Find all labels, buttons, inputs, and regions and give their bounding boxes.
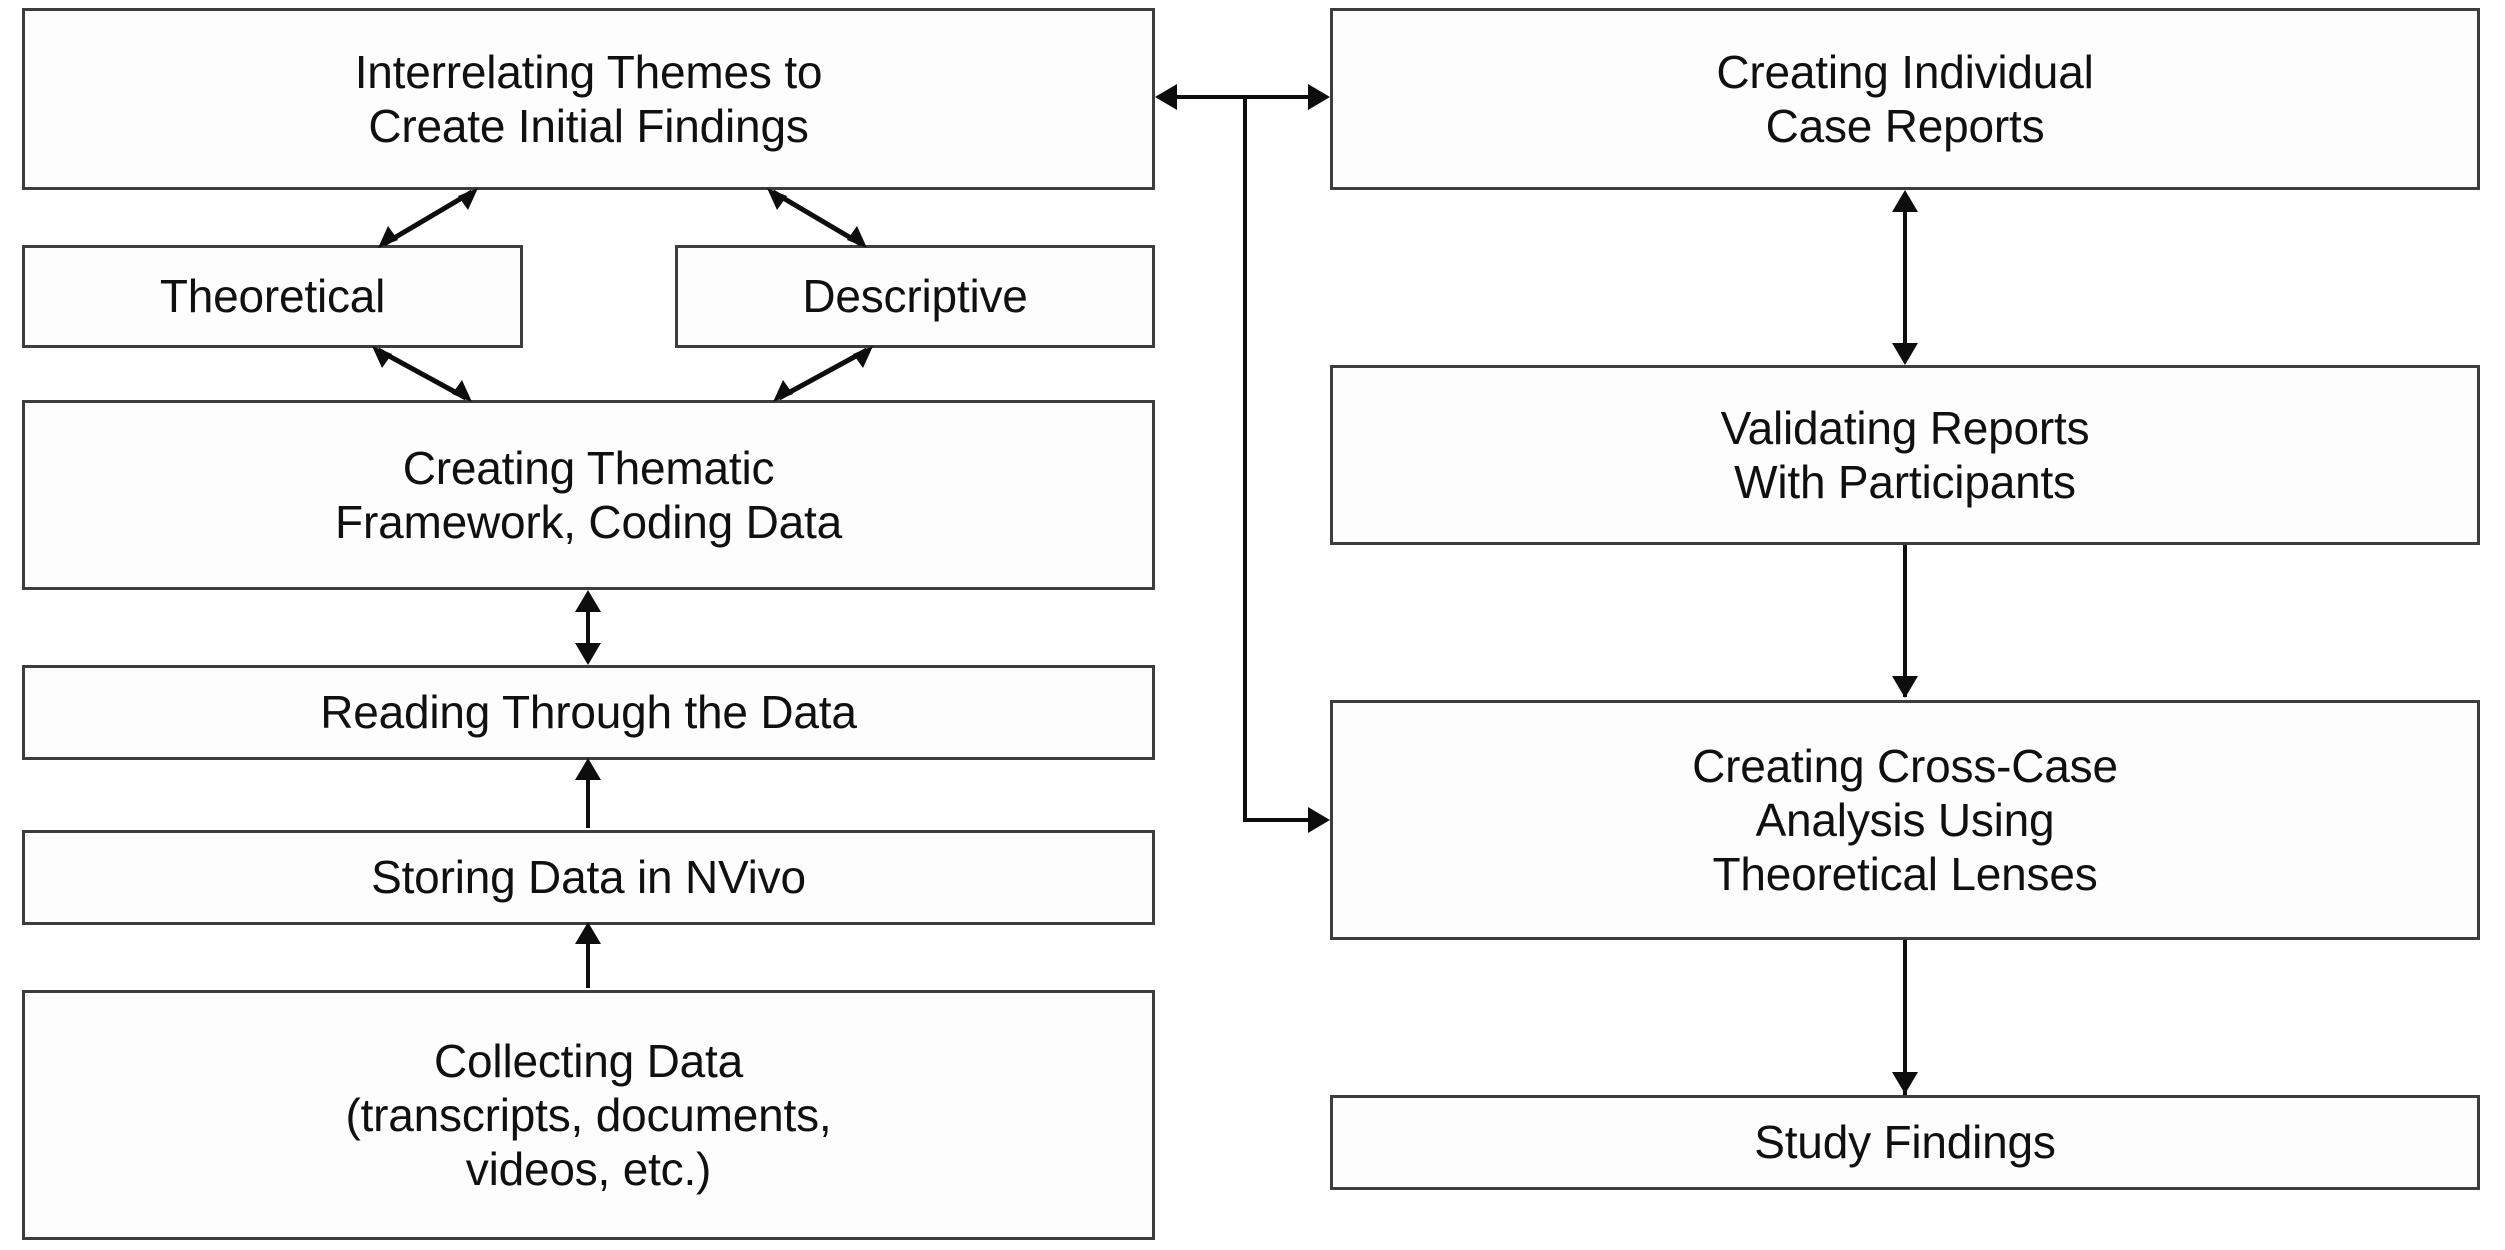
connector-branch-vertical-line bbox=[1243, 97, 1247, 820]
arrowhead-left-themes bbox=[1155, 84, 1177, 110]
node-study-findings[interactable]: Study Findings bbox=[1330, 1095, 2480, 1190]
arrowhead-up-case-reports bbox=[1892, 190, 1918, 212]
arrowhead-up-framework bbox=[575, 590, 601, 612]
node-label: Storing Data in NVivo bbox=[371, 851, 806, 904]
connector-validating-to-case-reports-line bbox=[1903, 194, 1907, 362]
node-validating-reports[interactable]: Validating Reports With Participants bbox=[1330, 365, 2480, 545]
node-label: Validating Reports With Participants bbox=[1720, 401, 2090, 508]
node-descriptive[interactable]: Descriptive bbox=[675, 245, 1155, 348]
arrowhead-down-study-findings bbox=[1892, 1072, 1918, 1094]
node-interrelating-themes[interactable]: Interrelating Themes to Create Initial F… bbox=[22, 8, 1155, 190]
node-label: Reading Through the Data bbox=[320, 686, 857, 739]
connector-themes-to-descriptive bbox=[767, 188, 867, 248]
connector-cross-case-to-findings-line bbox=[1903, 940, 1907, 1095]
node-label: Interrelating Themes to Create Initial F… bbox=[354, 45, 823, 152]
node-label: Creating Thematic Framework, Coding Data bbox=[335, 441, 842, 548]
arrowhead-down-reading bbox=[575, 643, 601, 665]
node-label: Creating Cross-Case Analysis Using Theor… bbox=[1692, 739, 2118, 901]
node-reading-through-data[interactable]: Reading Through the Data bbox=[22, 665, 1155, 760]
connector-theoretical-to-framework bbox=[372, 346, 472, 402]
node-collecting-data[interactable]: Collecting Data (transcripts, documents,… bbox=[22, 990, 1155, 1240]
node-label: Study Findings bbox=[1754, 1116, 2056, 1169]
arrowhead-up-storing bbox=[575, 922, 601, 944]
node-label: Theoretical bbox=[159, 270, 386, 323]
node-creating-thematic-framework[interactable]: Creating Thematic Framework, Coding Data bbox=[22, 400, 1155, 590]
node-label: Creating Individual Case Reports bbox=[1716, 45, 2094, 152]
arrowhead-right-case-reports bbox=[1308, 84, 1330, 110]
connector-reading-to-framework-line bbox=[586, 594, 590, 662]
node-creating-individual-case-reports[interactable]: Creating Individual Case Reports bbox=[1330, 8, 2480, 190]
connector-branch-horizontal-line bbox=[1243, 818, 1319, 822]
connector-collecting-to-storing-line bbox=[586, 926, 590, 988]
node-storing-data-nvivo[interactable]: Storing Data in NVivo bbox=[22, 830, 1155, 925]
arrowhead-down-cross-case bbox=[1892, 676, 1918, 698]
node-label: Descriptive bbox=[802, 270, 1028, 323]
connector-themes-to-theoretical bbox=[378, 188, 478, 248]
node-label: Collecting Data (transcripts, documents,… bbox=[345, 1034, 832, 1196]
arrowhead-right-cross-case bbox=[1308, 807, 1330, 833]
connector-validating-to-cross-case-line bbox=[1903, 545, 1907, 697]
node-theoretical[interactable]: Theoretical bbox=[22, 245, 523, 348]
arrowhead-down-validating bbox=[1892, 343, 1918, 365]
connector-descriptive-to-framework bbox=[773, 346, 873, 402]
arrowhead-up-reading bbox=[575, 758, 601, 780]
connector-storing-to-reading-line bbox=[586, 762, 590, 828]
node-creating-cross-case-analysis[interactable]: Creating Cross-Case Analysis Using Theor… bbox=[1330, 700, 2480, 940]
